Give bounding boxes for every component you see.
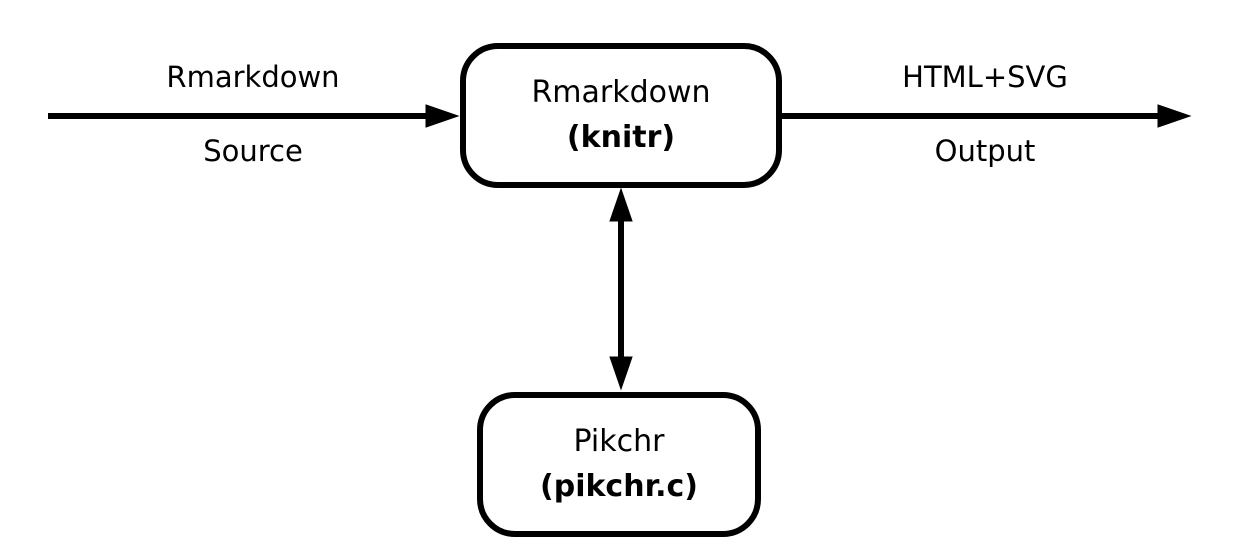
input-arrow-label-below: Source bbox=[203, 134, 303, 168]
pikchr-box: Pikchr (pikchr.c) bbox=[477, 392, 761, 537]
up-arrowhead-icon bbox=[609, 187, 633, 222]
pikchr-box-subtitle: (pikchr.c) bbox=[540, 468, 698, 504]
input-arrowhead-icon bbox=[425, 104, 460, 128]
rmarkdown-knitr-box: Rmarkdown (knitr) bbox=[460, 43, 782, 188]
pikchr-box-title: Pikchr bbox=[573, 424, 665, 459]
output-arrow-label-above: HTML+SVG bbox=[902, 60, 1068, 94]
output-arrow bbox=[782, 104, 1192, 128]
down-arrowhead-icon bbox=[609, 356, 633, 391]
rmarkdown-knitr-box-subtitle: (knitr) bbox=[566, 119, 676, 155]
rmarkdown-knitr-box-title: Rmarkdown bbox=[531, 75, 711, 110]
output-arrowhead-icon bbox=[1157, 104, 1192, 128]
input-arrow bbox=[48, 104, 460, 128]
input-arrow-label-above: Rmarkdown bbox=[166, 60, 340, 94]
knitr-pikchr-arrow bbox=[609, 187, 633, 391]
output-arrow-label-below: Output bbox=[934, 134, 1036, 168]
